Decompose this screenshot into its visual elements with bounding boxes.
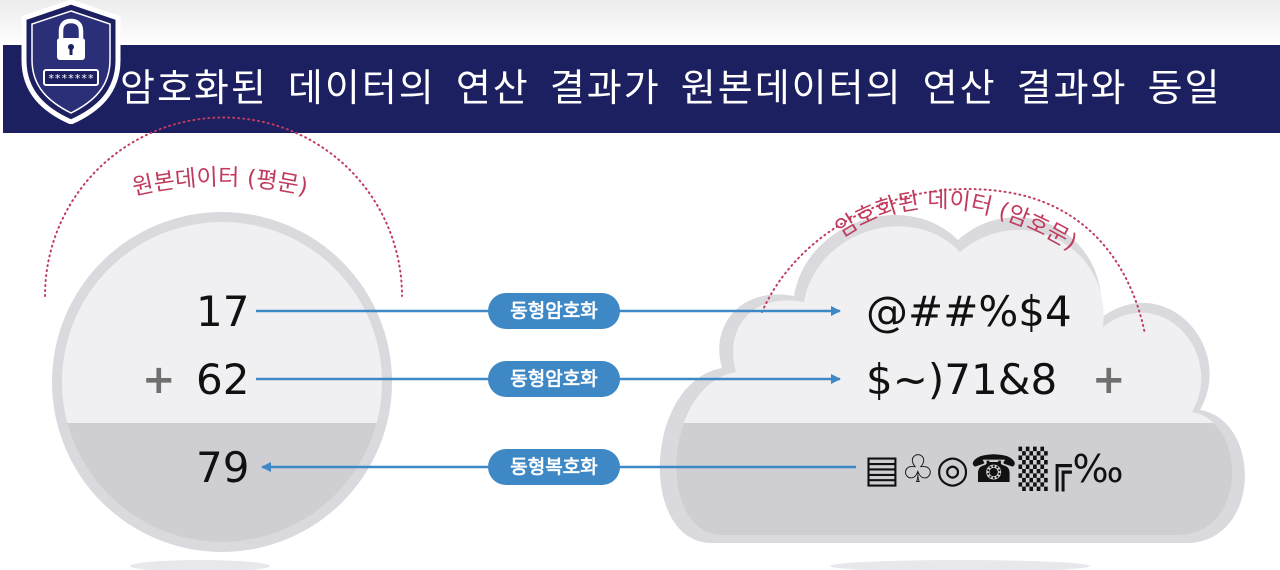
- cipher-plus-sign: +: [1092, 357, 1126, 403]
- shield-lock-icon: *******: [21, 0, 121, 124]
- plain-shadow: [130, 560, 270, 570]
- cloud-shadow: [830, 560, 1090, 570]
- plain-circle: [62, 222, 382, 542]
- plain-operand-b: 62: [196, 355, 250, 404]
- plain-label-arc: [44, 116, 403, 297]
- decrypt-label: 동형복호화: [488, 449, 620, 485]
- plain-plus-sign: +: [142, 357, 176, 403]
- top-gradient: [0, 0, 1280, 48]
- cipher-operand-a: @##%$4: [866, 287, 1072, 336]
- password-mask: *******: [48, 72, 94, 85]
- page-title: 암호화된 데이터의 연산 결과가 원본데이터의 연산 결과와 동일: [120, 66, 1222, 110]
- cipher-label-arc: [761, 188, 1146, 335]
- encrypt-label-2: 동형암호화: [488, 361, 620, 397]
- plain-data-label: 원본데이터 (평문): [130, 165, 310, 201]
- title-banner: [3, 45, 1280, 133]
- plain-operand-a: 17: [196, 287, 250, 336]
- cipher-operand-b: $~)71&8: [866, 355, 1058, 404]
- encrypt-label-1: 동형암호화: [488, 293, 620, 329]
- cipher-result: ▤♧◎☎▒╔‰: [864, 447, 1125, 491]
- plain-result: 79: [196, 443, 250, 492]
